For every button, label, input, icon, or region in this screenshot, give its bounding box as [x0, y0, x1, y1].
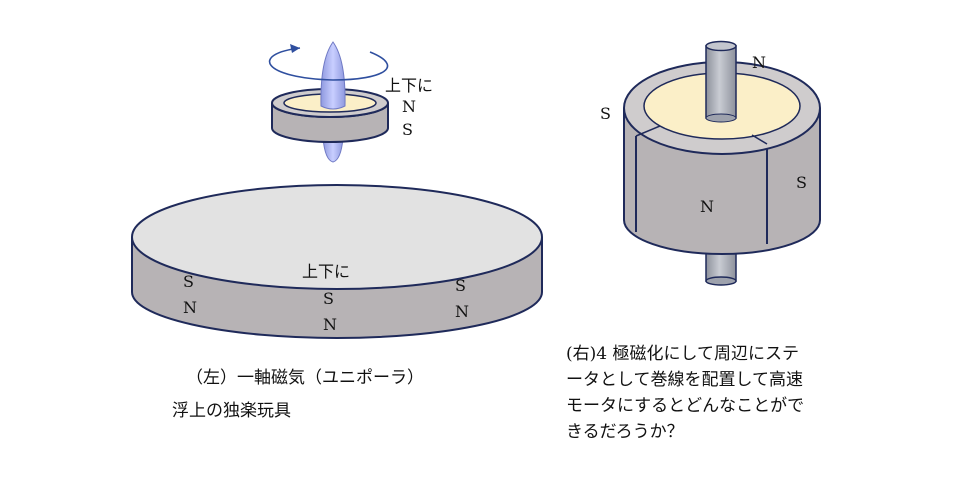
big-disc-pole-top-2: S — [323, 289, 334, 308]
big-disc-pole-bottom-2: N — [323, 315, 337, 334]
magnet-pole-top-n: N — [752, 53, 766, 72]
rotation-arrow — [268, 47, 389, 81]
four-pole-magnet — [623, 40, 821, 286]
left-caption-line1: （左）一軸磁気（ユニポーラ） — [186, 368, 424, 388]
right-caption-line1: (右)4 極磁化にして周辺にステ — [566, 344, 799, 364]
levitating-top — [268, 41, 389, 163]
small-ring-label: 上下に — [385, 76, 433, 95]
upper-shaft — [705, 45, 737, 119]
big-disc-pole-bottom-3: N — [455, 302, 469, 321]
magnet-pole-front-n: N — [700, 197, 714, 216]
magnet-pole-right-s: S — [796, 173, 807, 192]
right-caption-line4: きるだろうか？ — [566, 422, 684, 442]
big-disc-pole-bottom-1: N — [183, 298, 197, 317]
right-caption-line3: モータにするとどんなことがで — [566, 396, 805, 416]
rotation-arrow-head — [290, 44, 300, 53]
big-disc-pole-top-1: S — [183, 272, 194, 291]
small-ring-pole-top: N — [402, 97, 416, 116]
spindle-bottom — [322, 137, 344, 163]
spindle-top — [320, 41, 346, 110]
small-ring-pole-bottom: S — [402, 120, 413, 139]
big-disc-pole-top-3: S — [455, 276, 466, 295]
upper-shaft-cap — [705, 40, 737, 52]
big-disc-label: 上下に — [302, 262, 350, 281]
big-disc-top — [131, 184, 543, 290]
right-caption-line2: ータとして巻線を配置して高速 — [566, 370, 803, 390]
right-caption: (右)4 極磁化にして周辺にステ ータとして巻線を配置して高速 モータにするとど… — [566, 341, 804, 445]
big-magnet-disc — [131, 184, 543, 339]
magnet-pole-left-s: S — [600, 104, 611, 123]
left-caption-line2: 浮上の独楽玩具 — [172, 401, 291, 421]
